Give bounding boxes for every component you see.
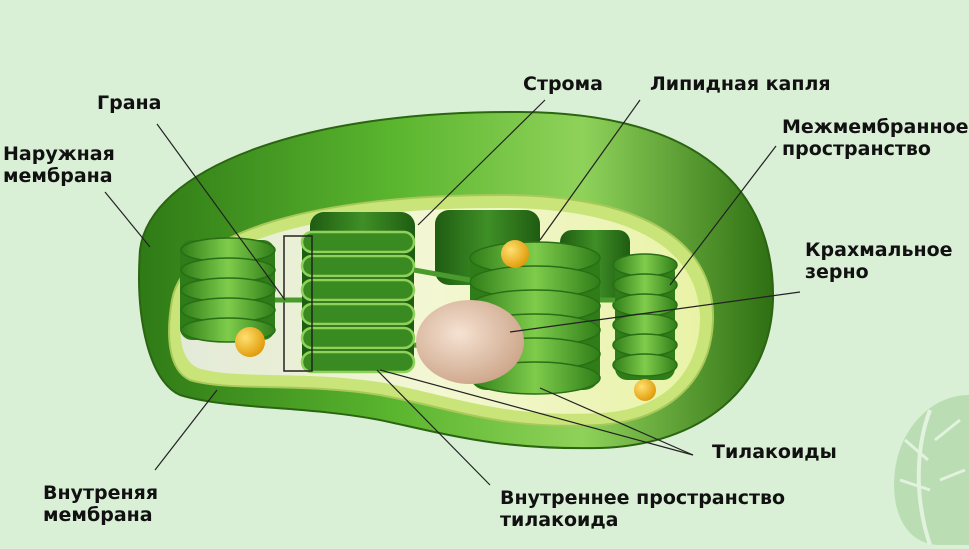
- label-thylakoids: Тилакоиды: [712, 441, 837, 463]
- granum-left: [180, 237, 276, 343]
- leaf-decoration-icon: [894, 395, 969, 546]
- label-grana: Грана: [97, 92, 162, 114]
- lipid-droplet: [634, 379, 656, 401]
- label-stroma: Строма: [523, 73, 603, 95]
- lipid-droplet: [235, 327, 265, 357]
- starch-grain: [416, 300, 524, 384]
- lipid-droplet: [501, 240, 529, 268]
- leader-lines: [104, 99, 801, 486]
- granum-right: [612, 253, 678, 380]
- label-lipid-droplet: Липидная капля: [650, 73, 831, 95]
- granum-highlighted: [283, 230, 416, 374]
